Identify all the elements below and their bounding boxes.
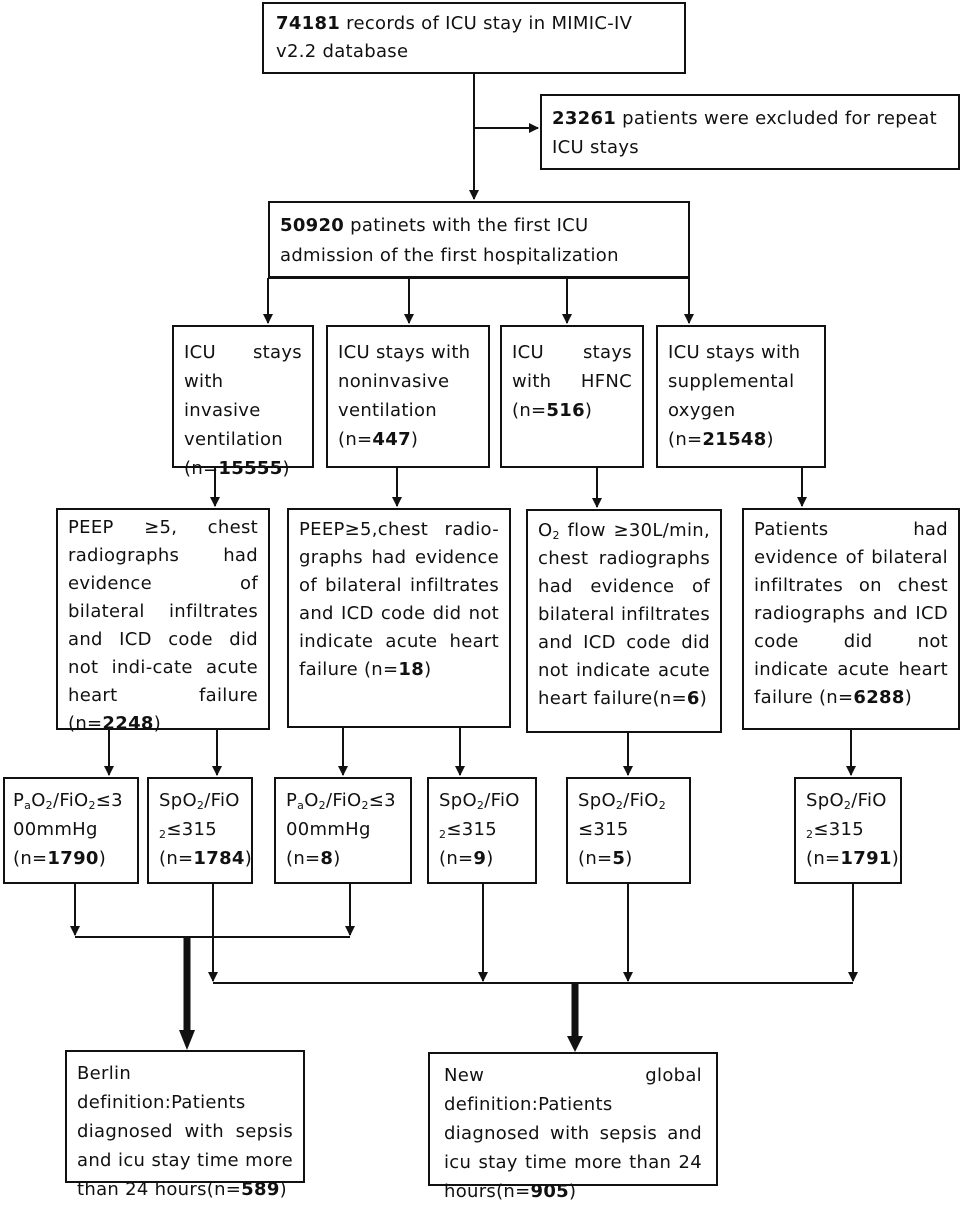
- global-box: New global definition:Patients diagnosed…: [428, 1052, 718, 1202]
- berlin-box: Berlin definition:Patients diagnosed wit…: [65, 1050, 305, 1200]
- bilateral-supp-box: Patients had evidence of bilateral infil…: [742, 508, 960, 730]
- hfnc-box: ICU stays with HFNC (n=516): [500, 325, 644, 468]
- thick-arrowhead-berlin: [179, 1030, 195, 1050]
- sf-hfnc-box: SpO2/FiO2 ≤315 (n=5): [566, 777, 691, 884]
- sf-noninvasive-box: SpO2/FiO 2≤315 (n=9): [427, 777, 537, 884]
- thick-arrowhead-global: [567, 1036, 583, 1052]
- sf-supp-box: SpO2/FiO 2≤315 (n=1791): [794, 777, 902, 884]
- first-admission-box: 50920 patinets with the first ICU admiss…: [268, 201, 690, 278]
- pf-invasive-box: PaO2/FiO2≤3 00mmHg (n=1790): [3, 777, 139, 884]
- noninvasive-box: ICU stays with noninvasive ventilation (…: [326, 325, 490, 468]
- records-box: 74181 records of ICU stay in MIMIC-IV v2…: [262, 2, 686, 74]
- excluded-box: 23261 patients were excluded for repeat …: [540, 94, 960, 170]
- o2-flow-box: O2 flow ≥30L/min, chest radiographs had …: [526, 509, 722, 733]
- peep-invasive-box: PEEP ≥5, chest radiographs had evidence …: [56, 508, 270, 734]
- peep-noninvasive-box: PEEP≥5,chest radio-graphs had evidence o…: [287, 508, 511, 728]
- invasive-box: ICU stays with invasive ventilation (n=1…: [172, 325, 314, 479]
- supplemental-box: ICU stays with supplemental oxygen (n=21…: [656, 325, 826, 468]
- pf-noninvasive-box: PaO2/FiO2≤3 00mmHg (n=8): [274, 777, 412, 884]
- sf-invasive-box: SpO2/FiO 2≤315 (n=1784): [147, 777, 253, 884]
